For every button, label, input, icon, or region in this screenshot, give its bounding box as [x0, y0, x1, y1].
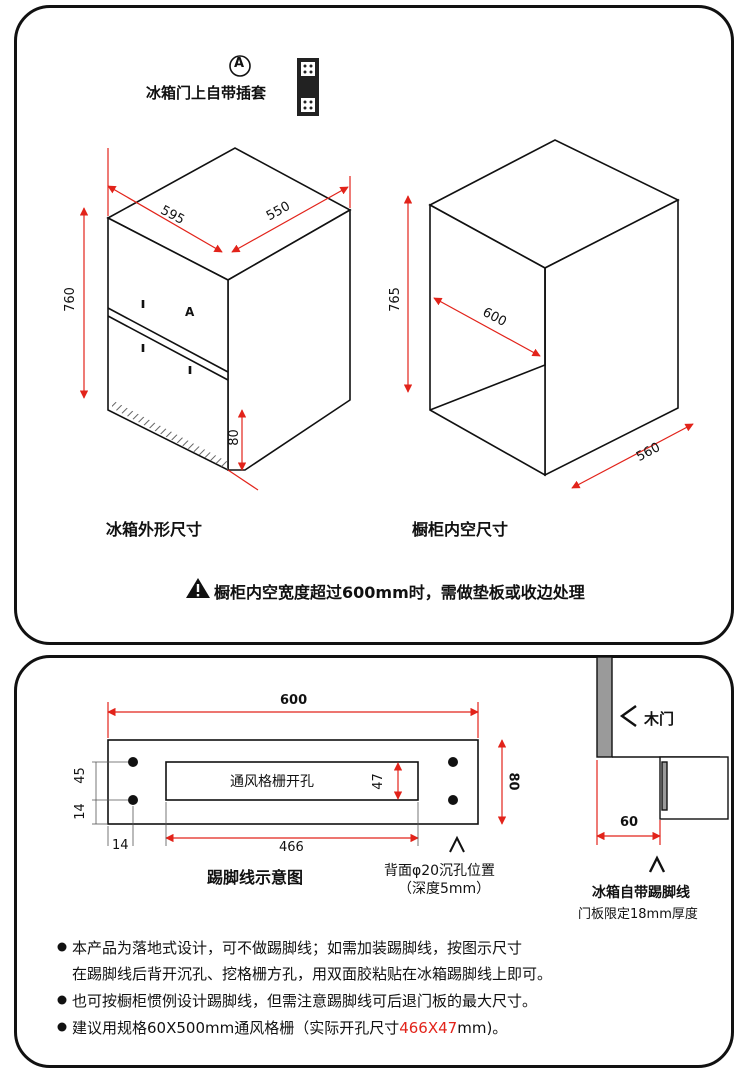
fridge-dimension-lines — [79, 148, 351, 491]
side-sub: 门板限定18mm厚度 — [578, 907, 698, 922]
bullet-icon — [57, 942, 67, 952]
warning-text: 橱柜内空宽度超过600mm时，需做垫板或收边处理 — [214, 583, 585, 602]
insert-label: 冰箱门上自带插套 — [146, 84, 267, 102]
note-line-1: 本产品为落地式设计，可不做踢脚线；如需加装踢脚线，按图示尺寸 — [72, 939, 523, 957]
hole-note-2: （深度5mm） — [398, 881, 491, 897]
marker-a-circle — [229, 55, 251, 77]
marker-a: A — [234, 56, 245, 71]
warning-icon — [186, 578, 210, 598]
plinth-holes — [128, 757, 458, 805]
cabinet-drawing — [428, 139, 680, 477]
side-caption: 冰箱自带踢脚线 — [592, 885, 690, 901]
door-label: 木门 — [644, 710, 675, 728]
side-offset-label: 60 — [620, 815, 639, 830]
dim-14-horizontal-label: 14 — [112, 838, 129, 853]
grille-width-label: 466 — [279, 840, 304, 855]
dim-45-label: 45 — [72, 767, 88, 784]
cabinet-caption: 橱柜内空尺寸 — [412, 520, 509, 539]
cabinet-dimension-lines — [403, 195, 694, 489]
hole-note-1: 背面φ20沉孔位置 — [384, 863, 496, 879]
plinth-dimension-lines — [107, 702, 507, 843]
hole-pointer-icon — [449, 835, 465, 853]
note-line-2: 也可按橱柜惯例设计踢脚线，但需注意踢脚线可后退门板的最大尺寸。 — [72, 992, 538, 1010]
plinth-thin-lines — [92, 761, 419, 846]
fridge-drawing — [106, 147, 352, 472]
note-line-3: 建议用规格60X500mm通风格栅（实际开孔尺寸466X47mm)。 — [72, 1017, 507, 1038]
side-view — [596, 656, 729, 820]
cabinet-height-label: 765 — [387, 287, 403, 312]
plinth-drawing — [107, 739, 479, 825]
bullet-icon — [57, 1022, 67, 1032]
side-dimension-lines — [596, 760, 661, 845]
grille-label: 通风格栅开孔 — [230, 774, 314, 790]
fridge-height-label: 760 — [62, 287, 78, 312]
bullet-icon — [57, 995, 67, 1005]
bottom-panel — [14, 655, 734, 1068]
plinth-caption: 踢脚线示意图 — [207, 868, 304, 887]
door-marker: A — [185, 305, 195, 319]
plinth-width-label: 600 — [280, 693, 308, 708]
plinth-height-label: 80 — [505, 772, 521, 791]
note-line-3-pre: 建议用规格60X500mm通风格栅（实际开孔尺寸 — [72, 1019, 400, 1037]
insert-bracket-icon — [297, 58, 319, 116]
plinth-pointer-icon — [648, 855, 666, 873]
fridge-caption: 冰箱外形尺寸 — [106, 520, 203, 539]
dim-14-vertical-label: 14 — [72, 803, 88, 820]
note-line-1b: 在踢脚线后背开沉孔、挖格栅方孔，用双面胶粘贴在冰箱踢脚线上即可。 — [72, 965, 553, 983]
door-arrow-icon — [619, 705, 637, 727]
note-line-3-red: 466X47 — [399, 1019, 458, 1037]
fridge-plinth-label: 80 — [226, 429, 242, 446]
note-line-3-post: mm)。 — [457, 1019, 508, 1037]
grille-height-label: 47 — [370, 773, 386, 790]
